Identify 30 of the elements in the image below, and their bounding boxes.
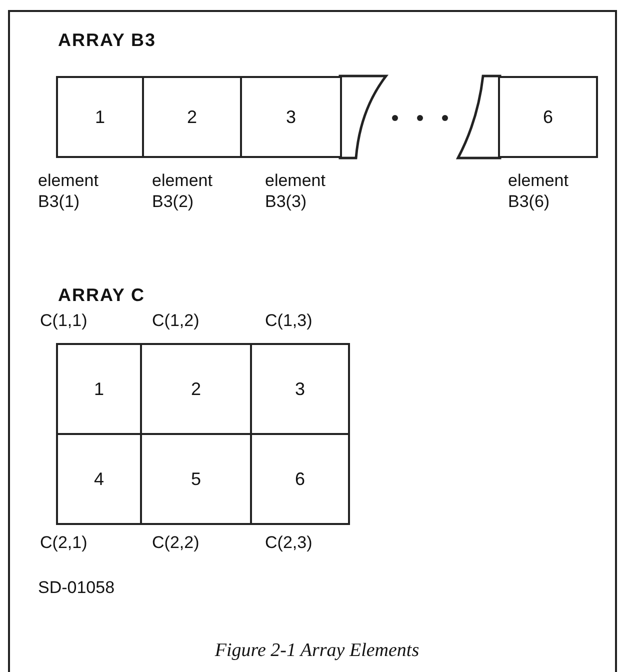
element-label: C(2,1) xyxy=(40,532,88,553)
cell-number: 4 xyxy=(94,468,104,490)
cell-number: 2 xyxy=(190,378,201,400)
element-label: C(2,2) xyxy=(152,532,200,553)
element-label: element B3(2) xyxy=(152,170,214,212)
cell-number: 5 xyxy=(190,468,201,490)
element-label: C(1,1) xyxy=(40,310,88,331)
element-label: C(1,2) xyxy=(152,310,200,331)
cell-number: 1 xyxy=(94,106,105,128)
array-cell xyxy=(56,76,144,158)
array-heading: ARRAY B3 xyxy=(58,30,156,51)
array-heading: ARRAY C xyxy=(58,285,146,306)
element-label: element B3(1) xyxy=(38,170,100,212)
cell-number: 3 xyxy=(286,106,296,128)
array-cell xyxy=(56,433,142,525)
element-label: element B3(6) xyxy=(508,170,570,212)
cell-number: 2 xyxy=(186,106,197,128)
cell-number: 6 xyxy=(294,468,305,490)
element-label: C(1,3) xyxy=(265,310,312,331)
array-cell xyxy=(250,343,350,435)
figure-caption: Figure 2-1 Array Elements xyxy=(214,640,420,662)
cell-number: 3 xyxy=(294,378,305,400)
element-label: element B3(3) xyxy=(265,170,326,212)
element-label: C(2,3) xyxy=(265,532,312,553)
cell-number: 1 xyxy=(94,378,104,400)
cell-number: 6 xyxy=(542,106,553,128)
array-cell xyxy=(250,433,350,525)
figure-code: SD-01058 xyxy=(38,578,115,598)
array-cell xyxy=(56,343,142,435)
array-cell xyxy=(142,76,242,158)
